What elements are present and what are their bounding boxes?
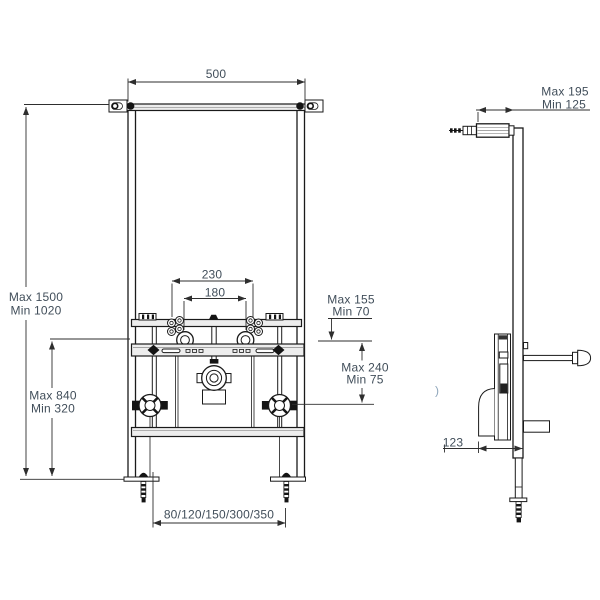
left-wall-bracket — [108, 99, 135, 113]
left-post — [127, 103, 137, 479]
dimension-lines — [20, 78, 590, 528]
mounting-plate-side — [494, 333, 529, 441]
center-clamp — [209, 314, 219, 320]
slot — [161, 348, 181, 354]
label-top-offset-min: Min 70 — [332, 305, 369, 319]
side-view — [449, 123, 592, 523]
crossbar — [130, 343, 305, 357]
label-top-offset-max: Max 155 — [327, 293, 375, 307]
label-outlet-min: Min 320 — [31, 402, 75, 416]
label-anchor-spacing: 80/120/150/300/350 — [164, 508, 274, 522]
label-mid-offset-min: Min 75 — [346, 373, 383, 387]
drain-bend-side — [478, 388, 495, 437]
mounting-rod-side — [523, 349, 592, 367]
floor-plate-right — [270, 476, 306, 482]
label-height-max: Max 1500 — [9, 290, 63, 304]
side-post — [512, 127, 524, 459]
slot — [255, 348, 275, 354]
upper-rail — [130, 313, 303, 328]
outlet-stub-side — [523, 420, 550, 433]
clamp-bolt-right — [272, 344, 285, 356]
valve-left — [132, 393, 168, 418]
label-outlet-max: Max 840 — [29, 389, 77, 403]
side-floor-plate — [509, 497, 528, 503]
label-mid-offset-max: Max 240 — [341, 361, 389, 375]
anchor-head-right — [281, 472, 292, 477]
label-height-min: Min 1020 — [11, 304, 62, 318]
right-post — [296, 103, 306, 479]
feet — [123, 472, 306, 503]
anchor-head-left — [138, 472, 149, 477]
label-depth: 123 — [443, 436, 464, 450]
front-view — [108, 99, 324, 503]
label-wall-distance-max: Max 195 — [541, 85, 589, 99]
side-leg — [509, 457, 528, 523]
anchor-bolt-left — [140, 481, 147, 503]
label-spacing-outer: 230 — [202, 268, 223, 282]
floor-plate-left — [123, 476, 160, 482]
lower-rail — [130, 426, 305, 438]
stray-mark: ) — [435, 384, 439, 398]
top-rail — [118, 103, 314, 112]
wall-bracket-arm — [449, 123, 515, 138]
label-spacing-inner: 180 — [205, 286, 226, 300]
valve-right — [261, 393, 297, 418]
bracket-bolt — [126, 102, 135, 110]
bracket-bolt — [296, 102, 304, 110]
dimension-labels: 500 Max 1500 Min 1020 Max 840 Min 320 23… — [9, 67, 589, 522]
dome-nut — [577, 349, 592, 367]
right-wall-bracket — [296, 99, 324, 113]
drain-outlet — [196, 365, 232, 405]
label-wall-distance-min: Min 125 — [542, 98, 586, 112]
anchor-bolt-right — [283, 481, 290, 503]
label-width: 500 — [206, 67, 227, 81]
adjustment-rods — [149, 326, 283, 477]
clamp-bolt-left — [147, 344, 160, 356]
